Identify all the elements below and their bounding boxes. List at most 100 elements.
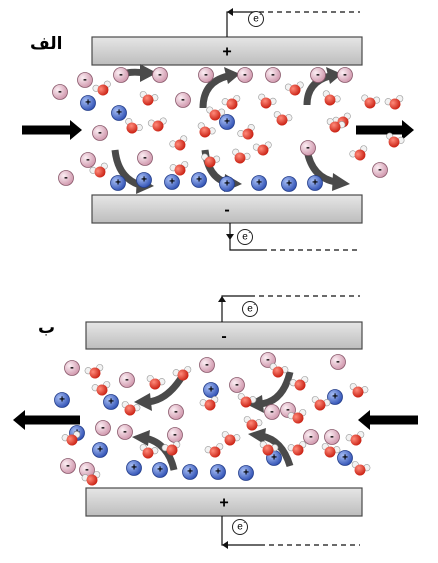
anion-ball [310, 67, 326, 83]
oxygen [209, 109, 221, 121]
oxygen [96, 384, 108, 396]
cation-ball [80, 95, 96, 111]
panel-a-bottom-plate: - [91, 194, 363, 224]
anion-sign: - [101, 422, 105, 434]
water-molecule-icon [252, 141, 272, 156]
water-molecule-icon [147, 117, 167, 132]
oxygen [350, 434, 362, 446]
oxygen [242, 128, 254, 140]
wire-arrowhead [218, 296, 226, 302]
water-molecule-icon [287, 409, 307, 424]
oxygen [352, 386, 364, 398]
cation-sign: + [224, 117, 230, 128]
anion: - [64, 360, 80, 376]
panel-a-bottom-electron: e- [237, 229, 253, 245]
electron-charge: - [259, 12, 262, 19]
oxygen [166, 444, 178, 456]
water-molecule-icon [204, 443, 224, 458]
cation-sign: + [131, 463, 137, 474]
cation-ball [54, 392, 70, 408]
curved-arrow-shaft [259, 371, 294, 408]
cation: + [203, 382, 219, 398]
electron-symbol: e [237, 522, 243, 533]
oxygen [364, 97, 376, 109]
panel-b-inflow-arrow [358, 410, 418, 430]
plate-sign: + [219, 495, 228, 512]
oxygen [294, 379, 306, 391]
cation-ball [111, 105, 127, 121]
anion: - [198, 67, 214, 83]
oxygen [124, 404, 136, 416]
water-molecule-icon [349, 383, 369, 398]
electron-charge: - [248, 230, 251, 237]
cation-ball [307, 175, 323, 191]
panel-b-bottom-electron: e- [232, 519, 248, 535]
oxygen [204, 399, 216, 411]
anion-sign: - [205, 359, 209, 371]
anion-ball [92, 125, 108, 141]
cation-sign: + [115, 178, 121, 189]
cation-ball [191, 172, 207, 188]
water-molecule-icon [221, 431, 241, 446]
anion-sign: - [306, 142, 310, 154]
electron-symbol: e [253, 14, 259, 25]
cation: + [111, 105, 127, 121]
panel-b-outflow-arrow [13, 410, 80, 430]
water-molecule-icon [199, 396, 219, 411]
oxygen [246, 419, 258, 431]
curved-arrow-icon [332, 173, 350, 191]
cation: + [238, 465, 254, 481]
wire-solid [229, 223, 262, 251]
anion: - [60, 458, 76, 474]
oxygen [354, 149, 366, 161]
wire-arrowhead [222, 541, 228, 549]
curved-arrow-icon [140, 64, 157, 82]
anion-ball [137, 150, 153, 166]
oxygen [329, 121, 341, 133]
oxygen [86, 474, 98, 486]
water-molecule-icon [169, 161, 189, 176]
water-molecule-icon [161, 441, 181, 456]
water-molecule-icon [81, 471, 101, 486]
anion: - [229, 377, 245, 393]
anion-ball [229, 377, 245, 393]
cation: + [164, 174, 180, 190]
anion-sign: - [119, 69, 123, 81]
water-molecule-icon [125, 118, 143, 134]
anion: - [95, 420, 111, 436]
oxygen [149, 378, 161, 390]
cation-ball [152, 462, 168, 478]
anion-sign: - [70, 362, 74, 374]
anion-sign: - [204, 69, 208, 81]
cation-sign: + [286, 179, 292, 190]
anion-ball [303, 429, 319, 445]
oxygen [89, 367, 101, 379]
cation: + [219, 176, 235, 192]
plate-body [91, 194, 363, 224]
anion-ball [324, 429, 340, 445]
anion: - [337, 67, 353, 83]
anion-sign: - [174, 406, 178, 418]
panel-b-bottom-plate: + [85, 487, 363, 517]
cation: + [152, 462, 168, 478]
anion: - [119, 372, 135, 388]
cation-ball [103, 394, 119, 410]
water-molecule-icon [221, 95, 241, 110]
cation-sign: + [85, 98, 91, 109]
anion-sign: - [343, 69, 347, 81]
oxygen [142, 94, 154, 106]
anion: - [168, 404, 184, 420]
water-molecule-icon [273, 111, 293, 126]
anion-sign: - [58, 86, 62, 98]
water-molecule-icon [326, 118, 346, 133]
cation-sign: + [108, 397, 114, 408]
wire-solid [226, 11, 250, 37]
electron-circle-icon [242, 301, 258, 317]
anion-ball [64, 360, 80, 376]
cation-sign: + [271, 453, 277, 464]
electron-symbol: e [242, 232, 248, 243]
cation: + [251, 175, 267, 191]
water-molecule-icon [121, 401, 141, 416]
cation-sign: + [332, 392, 338, 403]
cation-ball [251, 175, 267, 191]
